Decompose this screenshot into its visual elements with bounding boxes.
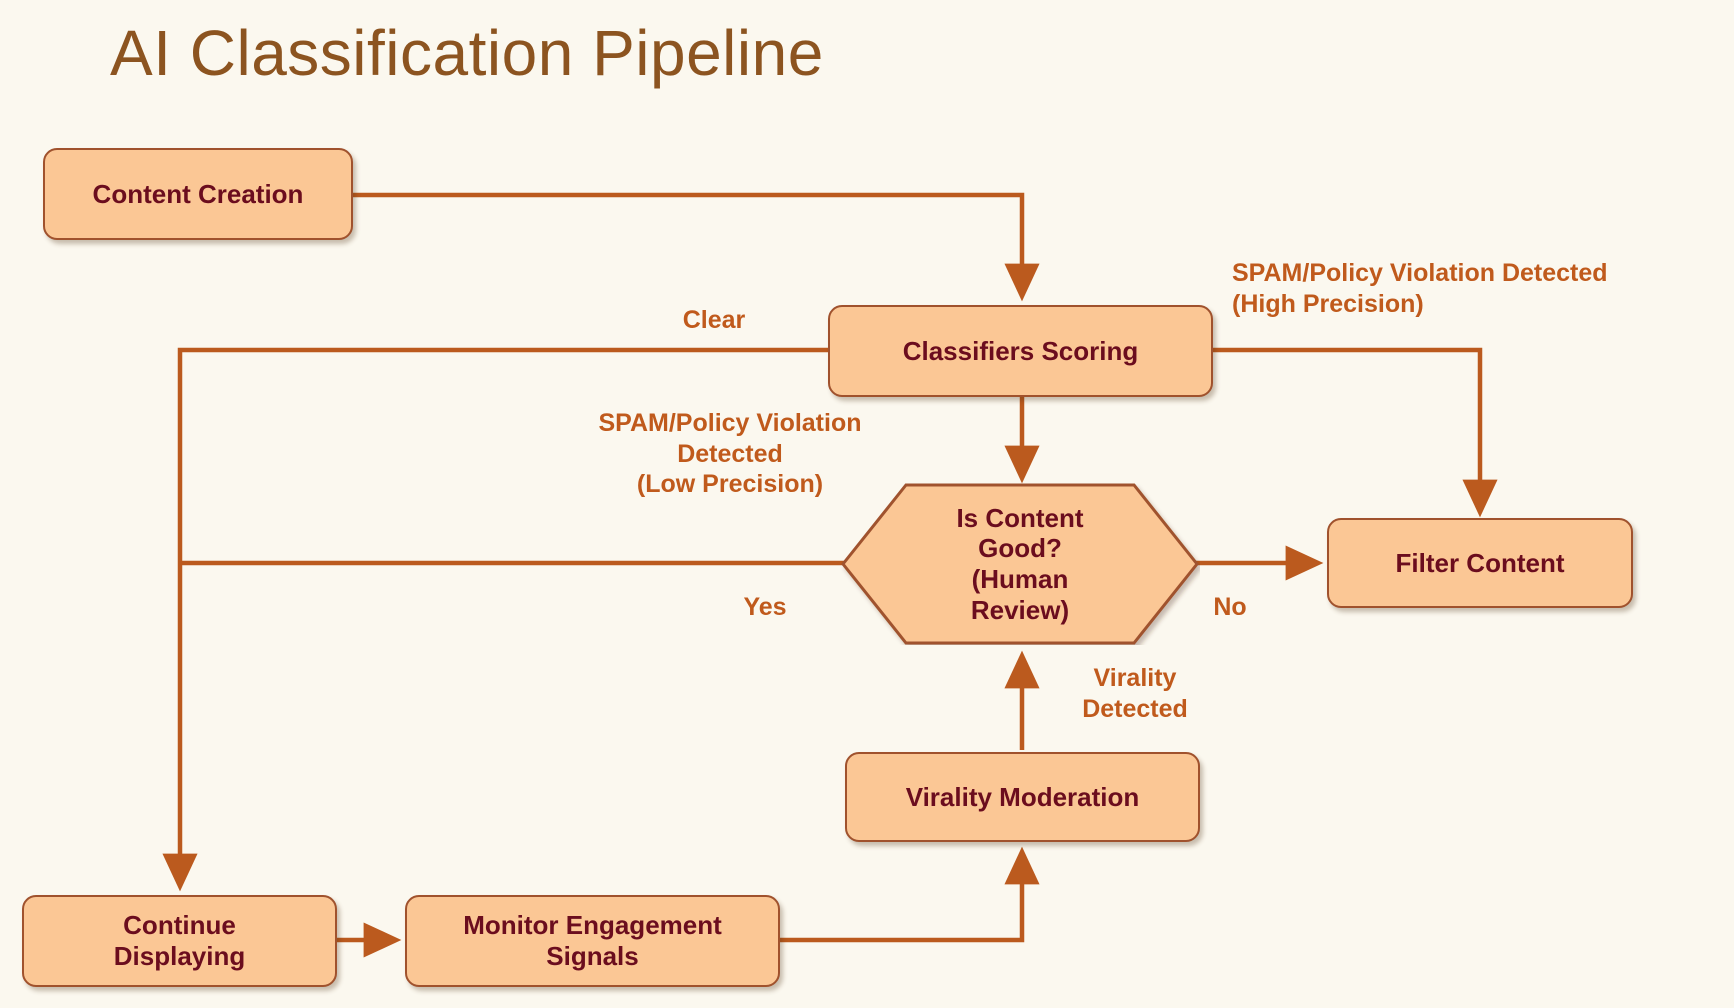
hexagon-shape	[841, 483, 1199, 645]
edge-classifiers-clear-to-continue	[162, 347, 828, 892]
edge-label-no: No	[1213, 593, 1247, 621]
edge-label-virality-detected: Virality Detected	[1082, 664, 1188, 723]
node-is-content-good[interactable]: Is Content Good? (Human Review)	[840, 483, 1200, 645]
node-virality-moderation-label: Virality Moderation	[905, 781, 1140, 812]
node-content-creation[interactable]: Content Creation	[43, 148, 353, 240]
edge-content-creation-to-classifiers	[352, 192, 1040, 302]
node-virality-moderation[interactable]: Virality Moderation	[845, 752, 1200, 842]
page-title: AI Classification Pipeline	[110, 17, 824, 89]
edge-classifiers-to-filter-content	[1102, 347, 1498, 518]
edge-monitor-to-virality	[780, 846, 1040, 943]
node-continue-displaying-label: Continue Displaying	[113, 910, 246, 971]
node-content-creation-label: Content Creation	[92, 178, 304, 209]
edge-label-spam-high-precision: SPAM/Policy Violation Detected (High Pre…	[1232, 259, 1608, 318]
node-monitor-engagement-label: Monitor Engagement Signals	[463, 910, 722, 971]
node-is-content-good-label: Is Content Good? (Human Review)	[956, 502, 1084, 625]
node-monitor-engagement[interactable]: Monitor Engagement Signals	[405, 895, 780, 987]
edge-label-yes: Yes	[743, 593, 787, 621]
node-continue-displaying[interactable]: Continue Displaying	[22, 895, 337, 987]
node-classifiers-scoring[interactable]: Classifiers Scoring	[828, 305, 1213, 397]
node-classifiers-scoring-label: Classifiers Scoring	[902, 335, 1139, 366]
node-filter-content[interactable]: Filter Content	[1327, 518, 1633, 608]
node-filter-content-label: Filter Content	[1395, 547, 1565, 578]
edge-label-clear: Clear	[682, 306, 746, 334]
edge-label-spam-low-precision: SPAM/Policy Violation Detected (Low Prec…	[598, 409, 862, 498]
